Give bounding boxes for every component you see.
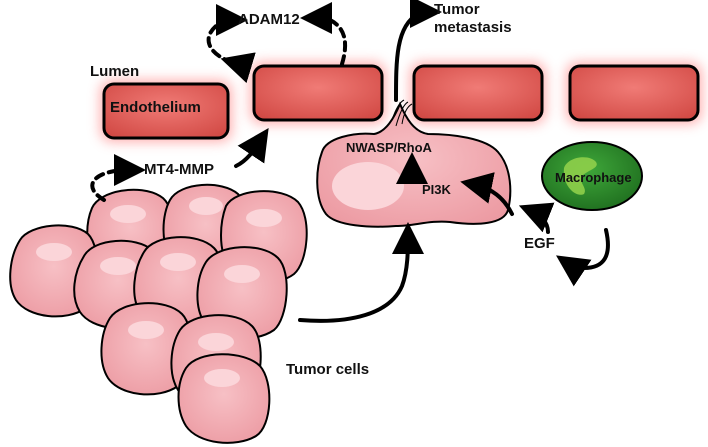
- mt4mmp-arrow: [90, 154, 146, 202]
- endothelium-layer: [100, 62, 702, 142]
- labels: Lumen Endothelium ADAM12 MT4-MMP Tumor m…: [90, 1, 632, 378]
- endothelial-cell-4: [566, 62, 702, 124]
- endothelium-label: Endothelium: [110, 99, 201, 116]
- adam12-right-arrow: [300, 2, 348, 66]
- lumen-label: Lumen: [90, 63, 139, 80]
- adam12-arrow: [206, 4, 256, 84]
- tumor-metastasis-label-line1: Tumor: [434, 1, 480, 18]
- adam12-label: ADAM12: [238, 11, 300, 28]
- egf-up-arrow: [518, 202, 555, 234]
- metastasis-arrow: [394, 0, 442, 102]
- nwasp-rhoa-label: NWASP/RhoA: [346, 140, 433, 155]
- macrophage: [541, 141, 643, 211]
- tumor-cell-cluster: [9, 183, 308, 444]
- tumor-cells-label: Tumor cells: [286, 361, 369, 378]
- mt4mmp-up-arrow: [234, 128, 269, 168]
- egf-label: EGF: [524, 235, 555, 252]
- macrophage-to-egf-arrow: [556, 228, 610, 287]
- pi3k-label: PI3K: [422, 182, 452, 197]
- endothelial-cell-2: [250, 62, 386, 124]
- tumor-cell: [177, 353, 271, 444]
- macrophage-label: Macrophage: [555, 170, 632, 185]
- arrows: [90, 0, 610, 323]
- invading-cell-nucleus: [332, 162, 404, 210]
- endothelial-cell-1: [100, 80, 232, 142]
- invasion-arrow: [298, 222, 424, 323]
- endothelial-cell-3: [410, 62, 546, 124]
- mt4mmp-label: MT4-MMP: [144, 161, 214, 178]
- tumor-metastasis-label-line2: metastasis: [434, 19, 512, 36]
- egf-to-pi3k-arrow: [460, 172, 514, 216]
